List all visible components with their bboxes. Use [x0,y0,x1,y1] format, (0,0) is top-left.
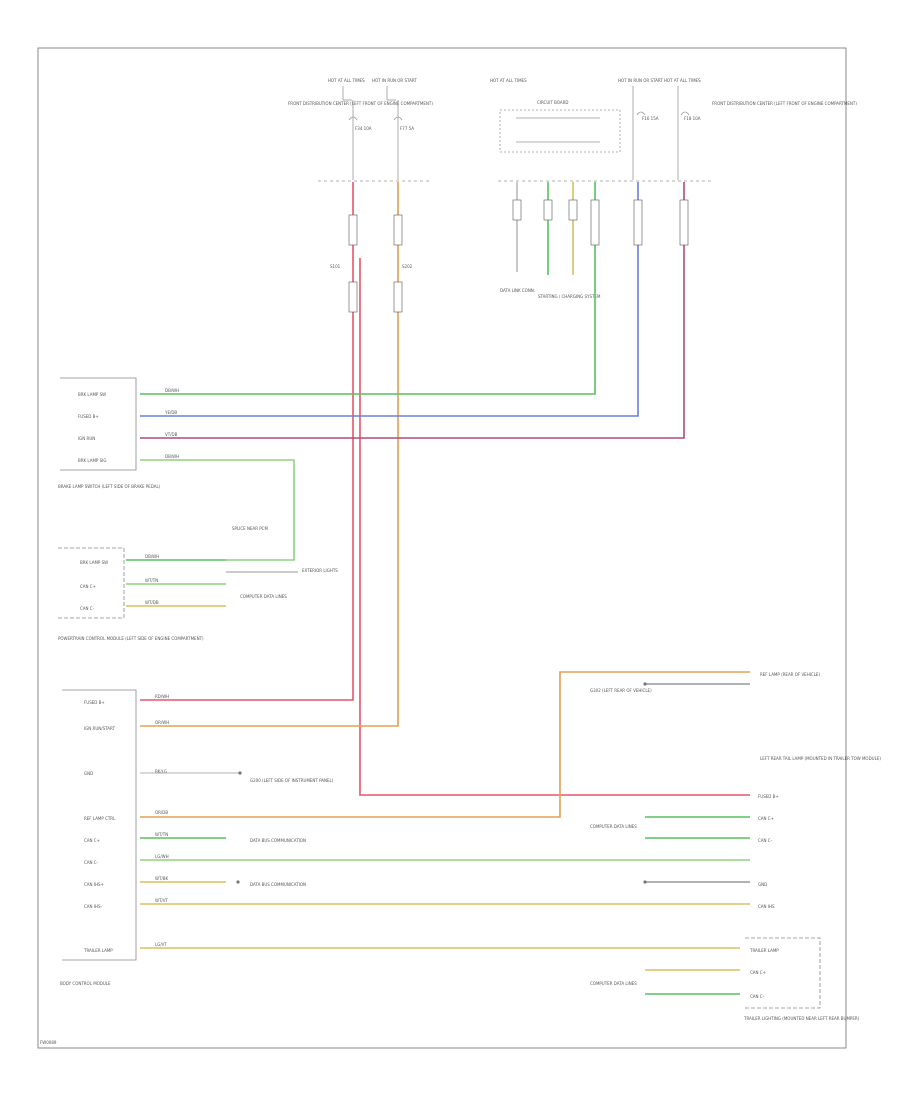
right-pin-3: GND [758,882,767,887]
pcm-splice-label: SPLICE NEAR PCM [232,526,268,531]
wire-orange-ign [140,182,399,727]
top-fuse-labels: HOT AT ALL TIMES HOT IN RUN OR START HOT… [288,78,857,299]
hub-pin-7: CAN IHS- [84,904,103,909]
relay-label: CIRCUIT BOARD [537,100,569,105]
right-ground-label: G302 (LEFT REAR OF VEHICLE) [590,688,652,693]
wire-lightgreen-pcm [140,459,295,561]
pcm-label: POWERTRAIN CONTROL MODULE (LEFT SIDE OF … [58,636,204,641]
hub-pin-2: GND [84,771,93,776]
fuse-c-label: HOT AT ALL TIMES [490,78,527,83]
fuse-name-1: F34 10A [355,126,372,131]
pcm-pin-1: CAN C+ [80,584,96,589]
hub-ground-label: G200 (LEFT SIDE OF INSTRUMENT PANEL) [250,778,334,783]
pcm-wire-2: WT/DB [145,600,159,605]
wcm-pin-1: FUSED B+ [78,414,99,419]
hub-pin-3: REF LAMP CTRL [84,816,116,821]
hub-wire-1: OR/WH [155,720,169,725]
wire-red-a [359,258,750,796]
top-fuse-block-right [499,86,690,180]
wcm-wire-2: VT/DB [165,432,178,437]
fuse-name-3: F16 15A [642,116,659,121]
right-components: REF LAMP (REAR OF VEHICLE) G302 (LEFT RE… [590,672,881,1021]
dest-1-label: DATA LINK CONN. [500,288,535,293]
hub-wire-2: BK/LG [155,769,167,774]
fuse-name-4: F18 10A [684,116,701,121]
fuse-e-label: HOT AT ALL TIMES [664,78,701,83]
right-module-label: LEFT REAR TAIL LAMP (MOUNTED IN TRAILER … [760,756,881,761]
pcm-module: BRK LAMP SW CAN C+ CAN C- DB/WH WT/TN WT… [58,526,338,641]
hub-wire-3: OR/DB [155,810,168,815]
splice-2-label: S202 [402,264,413,269]
right-pin-1: CAN C+ [758,816,774,821]
hub-wire-7: WT/VT [155,898,168,903]
wcm-wire-1: YE/DB [164,410,177,415]
hub-pin-1: IGN RUN/START [84,726,115,731]
diagram-code: FW0089 [40,1040,57,1045]
wire-green-wcm [140,182,596,395]
hub-wire-6: WT/BK [155,876,168,881]
right-pin-2: CAN C- [758,838,773,843]
wire-hub-orange [140,671,750,818]
wires [126,182,750,995]
trailer-pin-0: TRAILER LAMP [749,948,779,953]
wcm-wire-3: DB/WH [165,454,179,459]
trailer-pin-1: CAN C+ [750,970,766,975]
wire-violet-wcm [140,182,685,439]
hub-bus-1: DATA BUS COMMUNICATION [250,838,306,843]
dest-2-label: STARTING / CHARGING SYSTEM [538,294,601,299]
hub-pin-8: TRAILER LAMP [83,948,113,953]
pcm-sub-1: EXTERIOR LIGHTS [302,568,338,573]
brake-switch-module: BRK LAMP SW FUSED B+ IGN RUN BRK LAMP SI… [58,377,179,489]
wcm-pin-3: BRK LAMP SIG [78,458,106,463]
right-block-label: FRONT DISTRIBUTION CENTER (LEFT FRONT OF… [712,101,857,106]
hub-pin-4: CAN C+ [84,838,100,843]
trailer-pin-2: CAN C- [750,994,765,999]
left-block-label: FRONT DISTRIBUTION CENTER (LEFT FRONT OF… [288,101,433,106]
hub-label: BODY CONTROL MODULE [60,981,111,986]
wire-red-b [140,182,354,701]
hub-pin-6: CAN IHS+ [84,882,104,887]
right-sub-2: COMPUTER DATA LINES [590,981,637,986]
hub-wire-4: WT/TN [155,832,168,837]
wcm-wire-0: DB/WH [165,388,179,393]
hub-pin-0: FUSED B+ [84,700,105,705]
fuse-b-label: HOT IN RUN OR START [372,78,417,83]
pcm-wire-1: WT/TN [145,578,158,583]
pcm-pin-0: BRK LAMP SW [80,560,108,565]
wire-blue-wcm [140,182,639,417]
top-fuse-block-left [342,86,403,180]
right-sub-1: COMPUTER DATA LINES [590,824,637,829]
right-pin-4: CAN IHS [758,904,775,909]
hub-pin-5: CAN C- [84,860,99,865]
splice-1-label: S101 [330,264,341,269]
hub-wire-0: RD/WH [155,694,169,699]
right-pin-0: FUSED B+ [758,794,779,799]
wcm-label: BRAKE LAMP SWITCH (LEFT SIDE OF BRAKE PE… [58,484,161,489]
pcm-pin-2: CAN C- [80,606,95,611]
wcm-pin-2: IGN RUN [78,436,95,441]
right-lamp-label: REF LAMP (REAR OF VEHICLE) [760,672,820,677]
trailer-label: TRAILER LIGHTING (MOUNTED NEAR LEFT REAR… [743,1016,860,1021]
pcm-wire-0: DB/WH [145,554,159,559]
hub-wire-8: LG/VT [155,942,167,947]
hub-bus-2: DATA BUS COMMUNICATION [250,882,306,887]
hub-wire-5: LG/WH [155,854,169,859]
wcm-pin-0: BRK LAMP SW [78,392,106,397]
fuse-d-label: HOT IN RUN OR START [618,78,663,83]
fuse-name-2: F77 5A [400,126,414,131]
diagram-frame [37,47,847,1049]
connector-markers [348,199,689,313]
body-control-module: FUSED B+ IGN RUN/START GND REF LAMP CTRL… [60,689,334,986]
pcm-sub-2: COMPUTER DATA LINES [240,594,287,599]
fuse-a-label: HOT AT ALL TIMES [328,78,365,83]
